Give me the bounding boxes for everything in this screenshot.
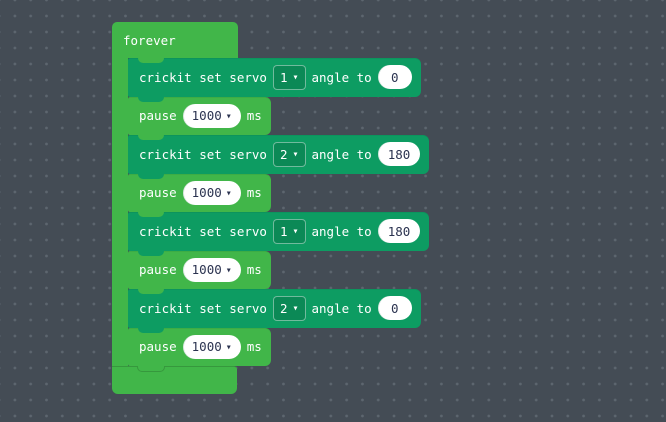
- block-pause[interactable]: pause 1000 ▾ ms: [128, 327, 271, 371]
- pause-label: pause: [139, 108, 177, 124]
- angle-value-field[interactable]: 0: [377, 296, 412, 321]
- ms-label: ms: [246, 185, 262, 201]
- ms-label: ms: [246, 108, 262, 124]
- block-connector-tab: [138, 289, 164, 294]
- forever-loop-spine: [112, 58, 128, 366]
- crickit-set-servo-label: crickit set servo: [139, 223, 267, 239]
- block-connector-tab: [138, 212, 164, 217]
- angle-value: 0: [390, 69, 399, 85]
- servo-number-value: 2: [279, 146, 288, 162]
- block-forever[interactable]: forever crickit set servo 1 ▾ angle to 0…: [112, 22, 430, 394]
- block-connector-tab: [138, 96, 164, 102]
- servo-number-value: 1: [279, 69, 288, 85]
- block-pause[interactable]: pause 1000 ▾ ms: [128, 96, 271, 140]
- block-connector-tab: [138, 366, 164, 371]
- chevron-down-icon: ▾: [225, 187, 232, 199]
- pause-duration-value: 1000: [191, 262, 222, 278]
- pause-label: pause: [139, 185, 177, 201]
- crickit-set-servo-label: crickit set servo: [139, 146, 267, 162]
- servo-number-value: 1: [279, 223, 288, 239]
- block-connector-tab: [138, 58, 164, 63]
- servo-number-dropdown[interactable]: 2 ▾: [272, 141, 306, 167]
- block-connector-tab: [138, 250, 164, 256]
- block-crickit-set-servo[interactable]: crickit set servo 2 ▾ angle to 180: [128, 135, 430, 179]
- crickit-set-servo-label: crickit set servo: [139, 300, 267, 316]
- angle-value-field[interactable]: 180: [377, 219, 421, 244]
- pause-duration-value: 1000: [191, 339, 222, 355]
- forever-loop-footer: [112, 366, 237, 394]
- forever-label: forever: [123, 32, 176, 48]
- ms-label: ms: [246, 262, 262, 278]
- block-crickit-set-servo[interactable]: crickit set servo 2 ▾ angle to 0: [128, 289, 421, 333]
- pause-duration-dropdown[interactable]: 1000 ▾: [182, 180, 241, 205]
- block-crickit-set-servo[interactable]: crickit set servo 1 ▾ angle to 180: [128, 212, 430, 256]
- angle-value-field[interactable]: 180: [377, 142, 421, 167]
- pause-label: pause: [139, 262, 177, 278]
- angle-value: 0: [390, 300, 399, 316]
- block-connector-tab: [138, 173, 164, 179]
- chevron-down-icon: ▾: [292, 149, 299, 161]
- block-connector-tab: [138, 327, 164, 333]
- chevron-down-icon: ▾: [225, 341, 232, 353]
- pause-duration-dropdown[interactable]: 1000 ▾: [182, 257, 241, 282]
- ms-label: ms: [246, 339, 262, 355]
- angle-to-label: angle to: [311, 223, 372, 239]
- block-pause[interactable]: pause 1000 ▾ ms: [128, 173, 271, 217]
- servo-number-value: 2: [279, 300, 288, 316]
- angle-to-label: angle to: [311, 300, 372, 316]
- chevron-down-icon: ▾: [292, 226, 299, 238]
- block-pause[interactable]: pause 1000 ▾ ms: [128, 250, 271, 294]
- pause-duration-dropdown[interactable]: 1000 ▾: [182, 103, 241, 128]
- chevron-down-icon: ▾: [225, 264, 232, 276]
- pause-duration-value: 1000: [191, 108, 222, 124]
- angle-value: 180: [387, 146, 411, 162]
- servo-number-dropdown[interactable]: 1 ▾: [272, 64, 306, 90]
- angle-value-field[interactable]: 0: [377, 65, 412, 90]
- forever-body-stack: crickit set servo 1 ▾ angle to 0 pause 1…: [128, 58, 430, 371]
- pause-duration-dropdown[interactable]: 1000 ▾: [182, 334, 241, 359]
- pause-label: pause: [139, 339, 177, 355]
- servo-number-dropdown[interactable]: 1 ▾: [272, 218, 306, 244]
- crickit-set-servo-label: crickit set servo: [139, 69, 267, 85]
- angle-to-label: angle to: [311, 69, 372, 85]
- forever-header[interactable]: forever: [112, 22, 238, 63]
- chevron-down-icon: ▾: [292, 303, 299, 315]
- pause-duration-value: 1000: [191, 185, 222, 201]
- chevron-down-icon: ▾: [225, 110, 232, 122]
- angle-to-label: angle to: [311, 146, 372, 162]
- chevron-down-icon: ▾: [292, 72, 299, 84]
- angle-value: 180: [387, 223, 411, 239]
- block-connector-tab: [138, 135, 164, 140]
- servo-number-dropdown[interactable]: 2 ▾: [272, 295, 306, 321]
- block-crickit-set-servo[interactable]: crickit set servo 1 ▾ angle to 0: [128, 58, 421, 102]
